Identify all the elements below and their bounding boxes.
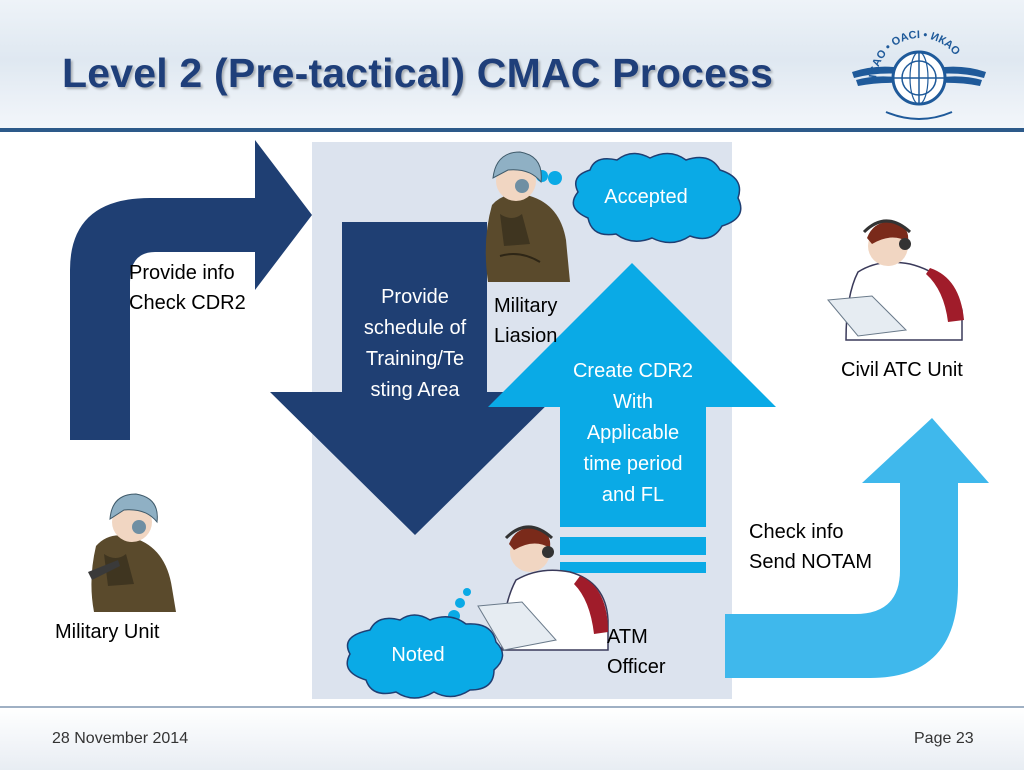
create-cdr2-label: Create CDR2 With Applicable time period … [572,360,694,506]
check-info-arrow [725,418,989,678]
noted-bubble [346,588,504,699]
slide-title: Level 2 (Pre-tactical) CMAC Process [62,50,774,96]
accepted-bubble-label: Accepted [604,186,688,208]
icao-logo: ICAO • OACI • ИКАО [852,29,986,120]
provide-schedule-label: Provide schedule of Training/Te sting Ar… [363,286,467,401]
footer-date: 28 November 2014 [52,730,189,747]
provide-info-label: Provide info Check CDR2 [129,262,246,314]
check-info-label: Check info Send NOTAM [749,521,872,573]
wings-icon [852,66,986,86]
create-cdr2-arrow [488,263,776,527]
military-liaison-figure [485,151,570,282]
noted-bubble-label: Noted [391,644,445,666]
atm-officer-label: ATM Officer [607,626,666,678]
military-unit-figure [88,493,176,612]
provide-schedule-arrow [270,222,560,535]
slide-footer [0,706,1024,770]
atm-officer-figure [477,525,609,651]
page-number: Page 23 [914,730,974,747]
civil-atc-label: Civil ATC Unit [841,359,963,381]
provide-info-arrow [70,140,312,440]
accepted-bubble [525,152,742,244]
military-unit-label: Military Unit [55,621,160,643]
arrow-stripe [560,562,706,573]
slide-header [0,0,1024,132]
civil-atc-figure [827,219,964,341]
globe-icon [891,50,947,106]
arrow-stripe [560,537,706,555]
military-liaison-label: Military Liasion [494,295,558,347]
